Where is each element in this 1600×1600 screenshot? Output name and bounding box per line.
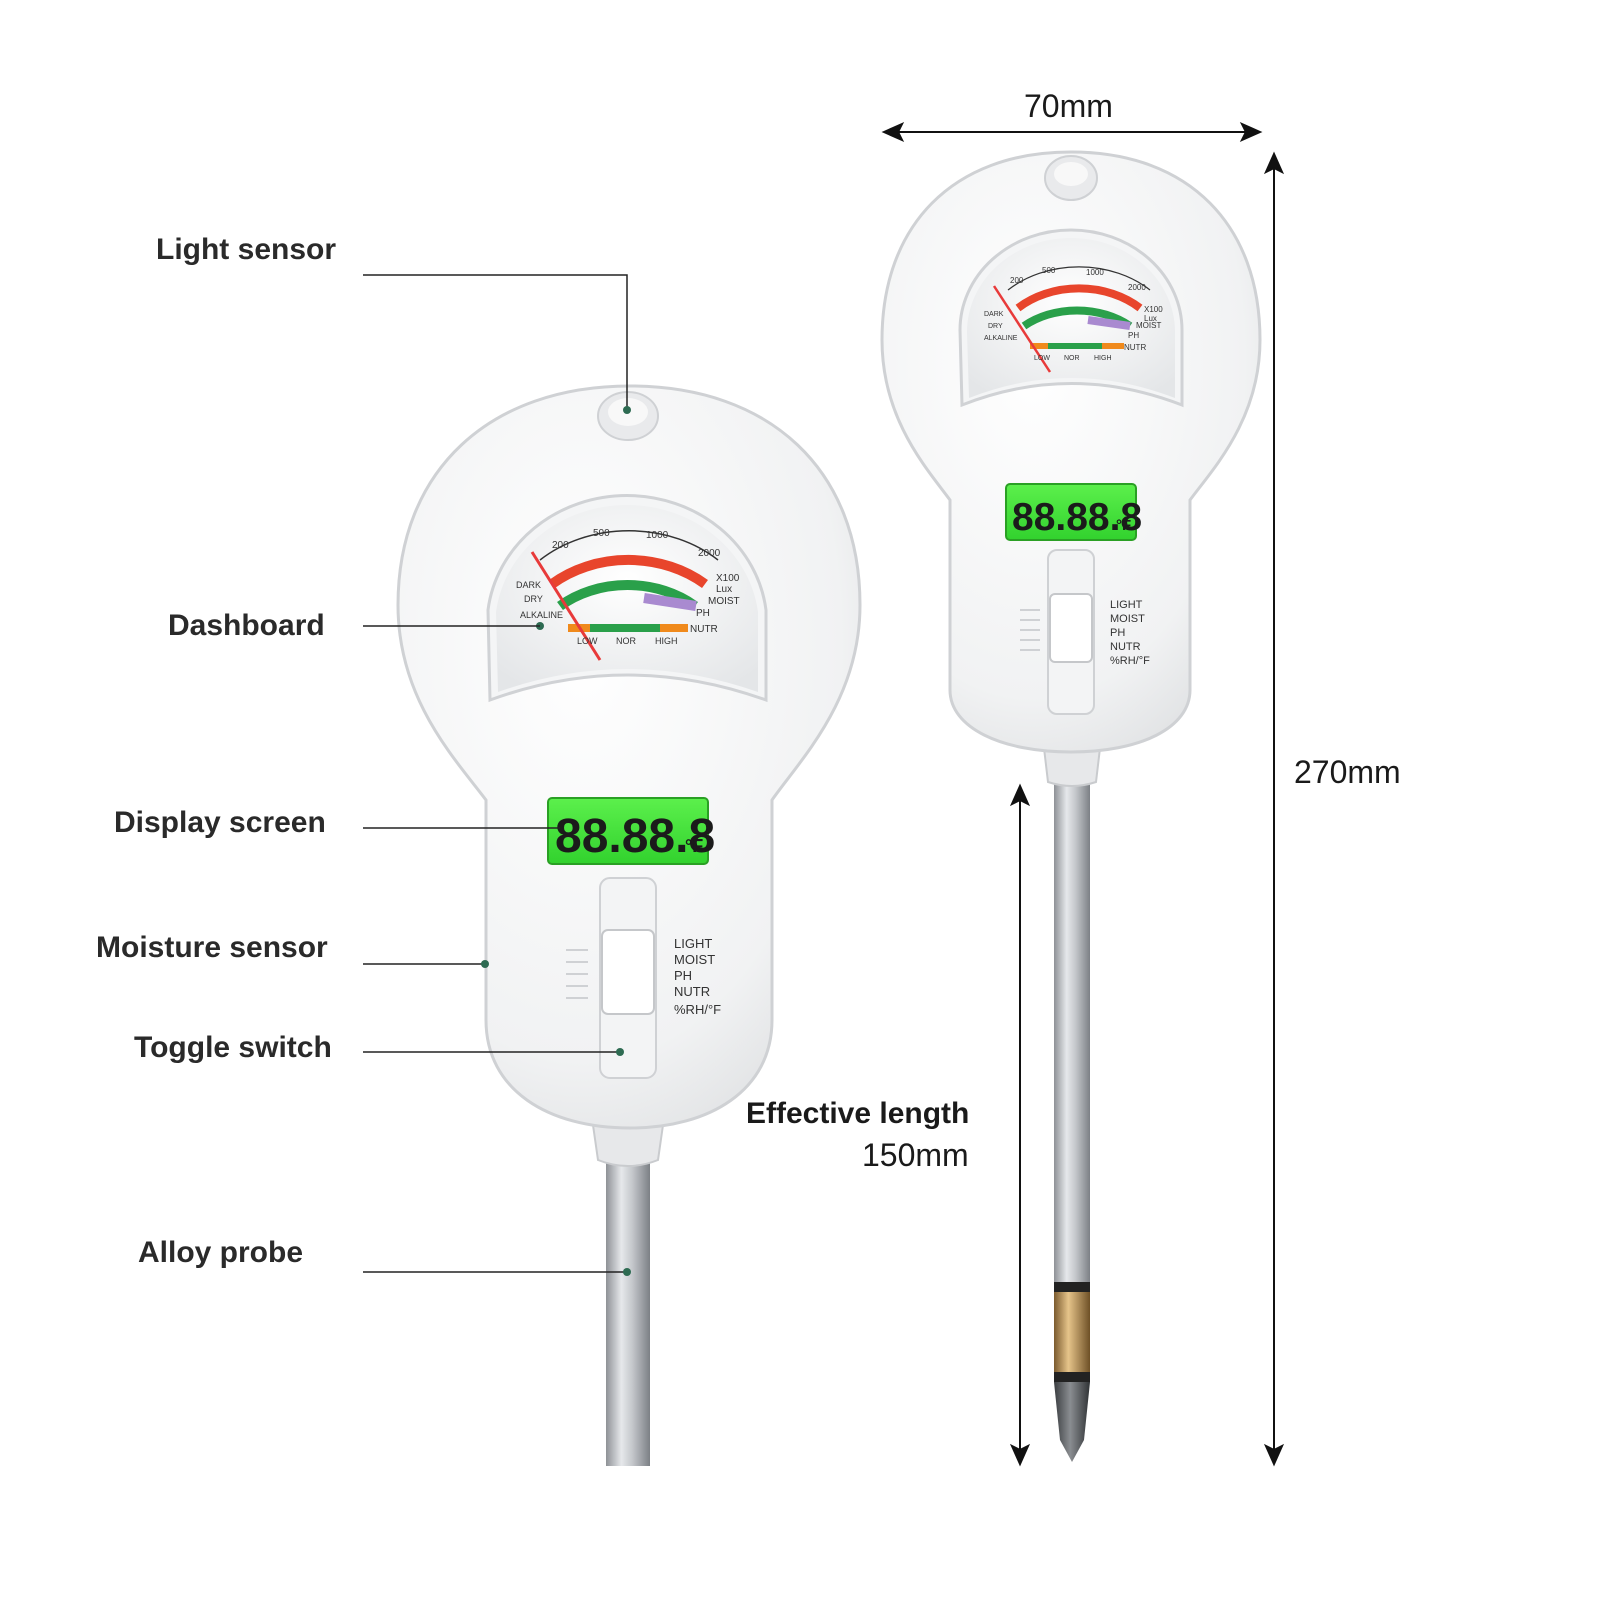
toggle-switch-label: Toggle switch [134,1031,332,1064]
right-probe-tip [1054,1382,1090,1462]
right-lux-2000: 2000 [1128,283,1146,292]
right-toggle-switch[interactable] [1049,593,1093,663]
left-lcd-digits: 88.88.8 [555,810,715,863]
left-lux-arc [539,530,719,561]
moisture-sensor-label: Moisture sensor [96,931,328,964]
display-screen-label: Display screen [114,806,326,839]
left-toggle-grip-icon [566,949,588,999]
right-nor: NOR [1064,355,1080,362]
left-moist: MOIST [708,596,740,607]
height-arrow-bottom-icon [1263,1443,1285,1467]
callout-dots [481,406,631,1276]
effective-length-value: 150mm [862,1137,969,1173]
left-lux: Lux [716,584,732,595]
right-x100: X100 [1144,305,1163,314]
right-meter: 200 500 1000 2000 X100 Lux DARK DRY ALKA… [880,150,1262,1462]
right-green-band [1021,306,1133,330]
left-alloy-probe [606,1160,650,1466]
right-light-sensor-lens [1054,162,1088,186]
left-lcd-unit: °F [685,836,703,856]
right-probe-band-top [1054,1282,1090,1292]
right-probe-brass [1054,1292,1090,1372]
light-sensor-leader [363,274,628,410]
right-lux-arc [1007,266,1151,291]
left-neck [590,1117,666,1167]
left-toggle-switch[interactable] [601,929,655,1015]
effective-arrow-top-icon [1009,783,1031,807]
right-dark: DARK [984,311,1004,318]
left-mode-light: LIGHT [674,936,712,951]
effective-arrow-bottom-icon [1009,1443,1031,1467]
right-mode-nutr: NUTR [1110,641,1141,653]
left-dashboard [496,504,758,692]
right-toggle-grip-icon [1020,609,1040,651]
left-mode-rh: %RH/°F [674,1002,721,1017]
right-lux-1000: 1000 [1086,268,1104,277]
right-probe-band-bottom [1054,1372,1090,1382]
left-alkaline: ALKALINE [520,610,563,620]
width-arrow-right-icon [1239,121,1263,143]
right-mode-light: LIGHT [1110,599,1143,611]
right-ph: PH [1128,331,1139,340]
left-mode-moist: MOIST [674,952,715,967]
right-mode-rh: %RH/°F [1110,655,1150,667]
right-lux-500: 500 [1042,266,1056,275]
left-lux-200: 200 [552,540,569,551]
callout-lines [363,274,628,1273]
effective-length-label: Effective length [746,1097,970,1130]
width-dimension-label: 70mm [1024,88,1113,124]
left-purple-band [643,593,697,611]
left-red-band [549,555,708,589]
left-lux-2000: 2000 [698,548,721,559]
right-neck [1042,747,1102,787]
right-purple-band [1087,316,1131,330]
right-lcd-unit: °F [1116,517,1131,534]
left-x100: X100 [716,573,740,584]
right-high: HIGH [1094,355,1112,362]
left-needle [530,551,602,661]
light-sensor-label: Light sensor [156,233,337,266]
right-moist: MOIST [1136,321,1161,330]
left-dry: DRY [524,594,543,604]
right-lcd-digits: 88.88.8 [1012,496,1142,539]
left-low: LOW [577,636,598,646]
height-dimension-label: 270mm [1294,754,1401,790]
left-dark: DARK [516,580,541,590]
right-mode-moist: MOIST [1110,613,1145,625]
right-alkaline: ALKALINE [984,335,1018,342]
right-low: LOW [1034,355,1050,362]
left-lux-1000: 1000 [646,530,669,541]
right-mode-ph: PH [1110,627,1125,639]
right-dashboard [967,238,1175,398]
left-ph: PH [696,608,710,619]
left-nutr: NUTR [690,624,718,635]
dashboard-label: Dashboard [168,609,325,642]
right-display-screen [1005,483,1137,541]
left-lux-500: 500 [593,528,610,539]
left-mode-ph: PH [674,968,692,983]
height-arrow-top-icon [1263,151,1285,175]
alloy-probe-label: Alloy probe [138,1236,304,1269]
left-green-band [557,580,698,611]
right-dry: DRY [988,323,1003,330]
left-display-screen [547,797,709,865]
left-high: HIGH [655,636,678,646]
left-nor: NOR [616,636,637,646]
right-needle [992,285,1052,373]
right-red-band [1015,284,1143,312]
left-mode-nutr: NUTR [674,984,710,999]
left-meter: 200 500 1000 2000 X100 Lux DARK DRY ALKA… [396,384,862,1466]
right-alloy-probe [1054,782,1090,1282]
right-lux-200: 200 [1010,276,1024,285]
right-nutr: NUTR [1124,343,1146,352]
right-lux: Lux [1144,314,1157,323]
width-arrow-left-icon [881,121,905,143]
dimension-arrows [881,121,1285,1467]
